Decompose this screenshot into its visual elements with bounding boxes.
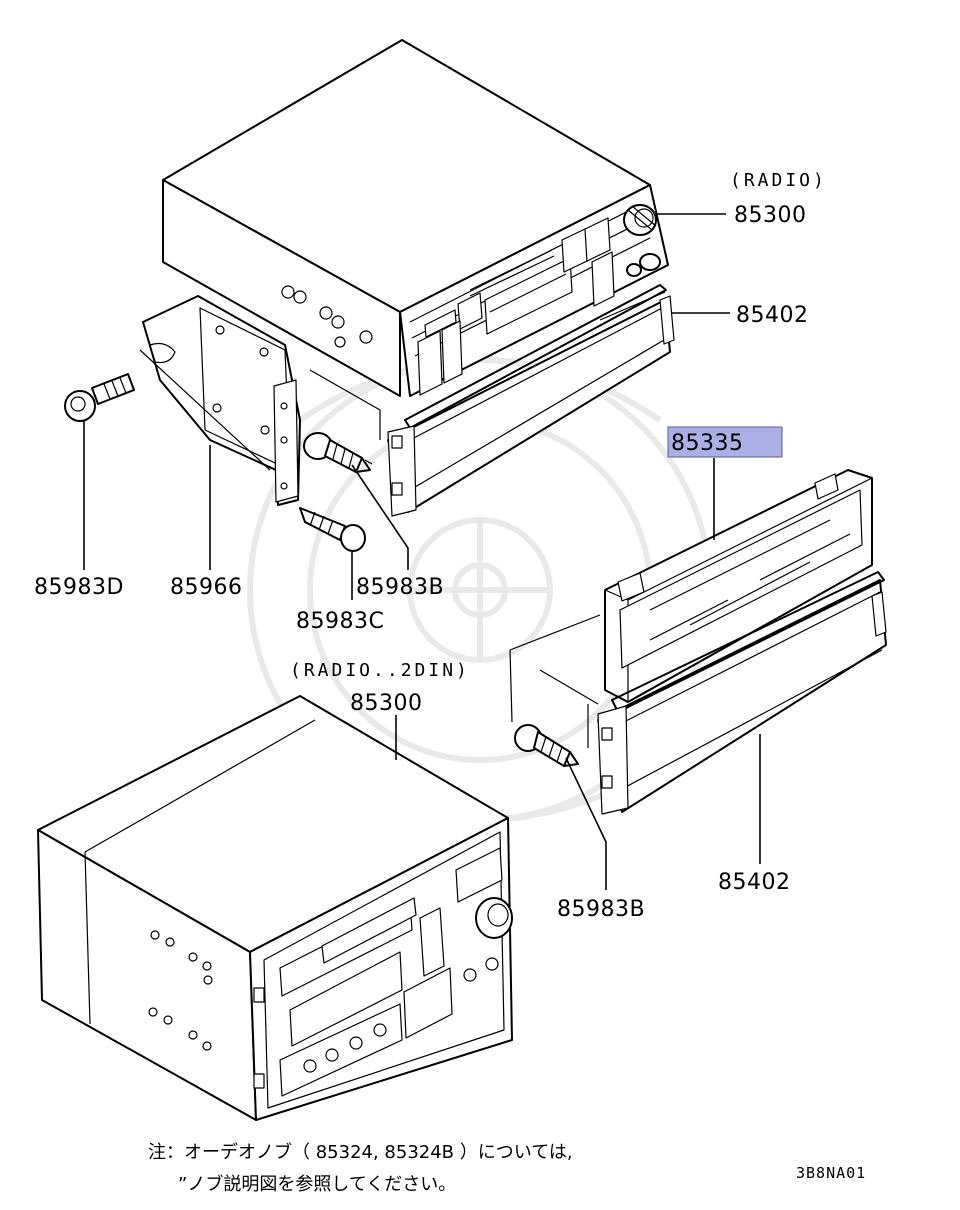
part-label-85300-top[interactable]: 85300 <box>734 203 807 228</box>
part-label-85983B-left[interactable]: 85983B <box>356 575 444 600</box>
pocket-bezel-bottom <box>597 571 887 815</box>
part-highlight-box <box>667 426 783 458</box>
pocket-bezel-top <box>387 284 675 517</box>
screw-85983B-right-icon <box>514 724 579 767</box>
part-label-85983B-right[interactable]: 85983B <box>557 897 645 922</box>
part-label-85402-bottom[interactable]: 85402 <box>718 870 791 895</box>
screw-85983C-icon <box>299 507 366 552</box>
part-label-85983D[interactable]: 85983D <box>34 575 124 600</box>
leader-lines <box>83 213 761 890</box>
pocket-lid <box>604 469 873 703</box>
volume-knob-icon <box>623 204 657 236</box>
part-label-85966[interactable]: 85966 <box>170 575 243 600</box>
note-line-1: 注：オーデオノブ（ 85324, 85324B ）については, <box>148 1141 573 1163</box>
mounting-bracket <box>142 295 301 506</box>
part-label-85335[interactable]: 85335 <box>671 431 744 456</box>
part-label-85402-top[interactable]: 85402 <box>736 303 809 328</box>
assembly-guide-lines <box>139 349 601 748</box>
volume-knob-2din-icon <box>475 897 513 939</box>
screw-85983B-left-icon <box>303 432 371 473</box>
radio-unit-top <box>162 39 669 397</box>
caption-radio-2din: (RADIO..2DIN) <box>290 660 470 681</box>
part-label-85300-bottom[interactable]: 85300 <box>350 691 423 716</box>
small-knob-icon <box>626 253 661 277</box>
part-label-85983C[interactable]: 85983C <box>296 609 384 634</box>
diagram-code: 3B8NA01 <box>796 1164 866 1182</box>
caption-radio: (RADIO) <box>730 170 827 191</box>
radio-unit-2din <box>37 695 513 1121</box>
screw-85983D-icon <box>64 373 135 422</box>
note-line-2: ”ノブ説明図を参照してください。 <box>178 1173 456 1195</box>
